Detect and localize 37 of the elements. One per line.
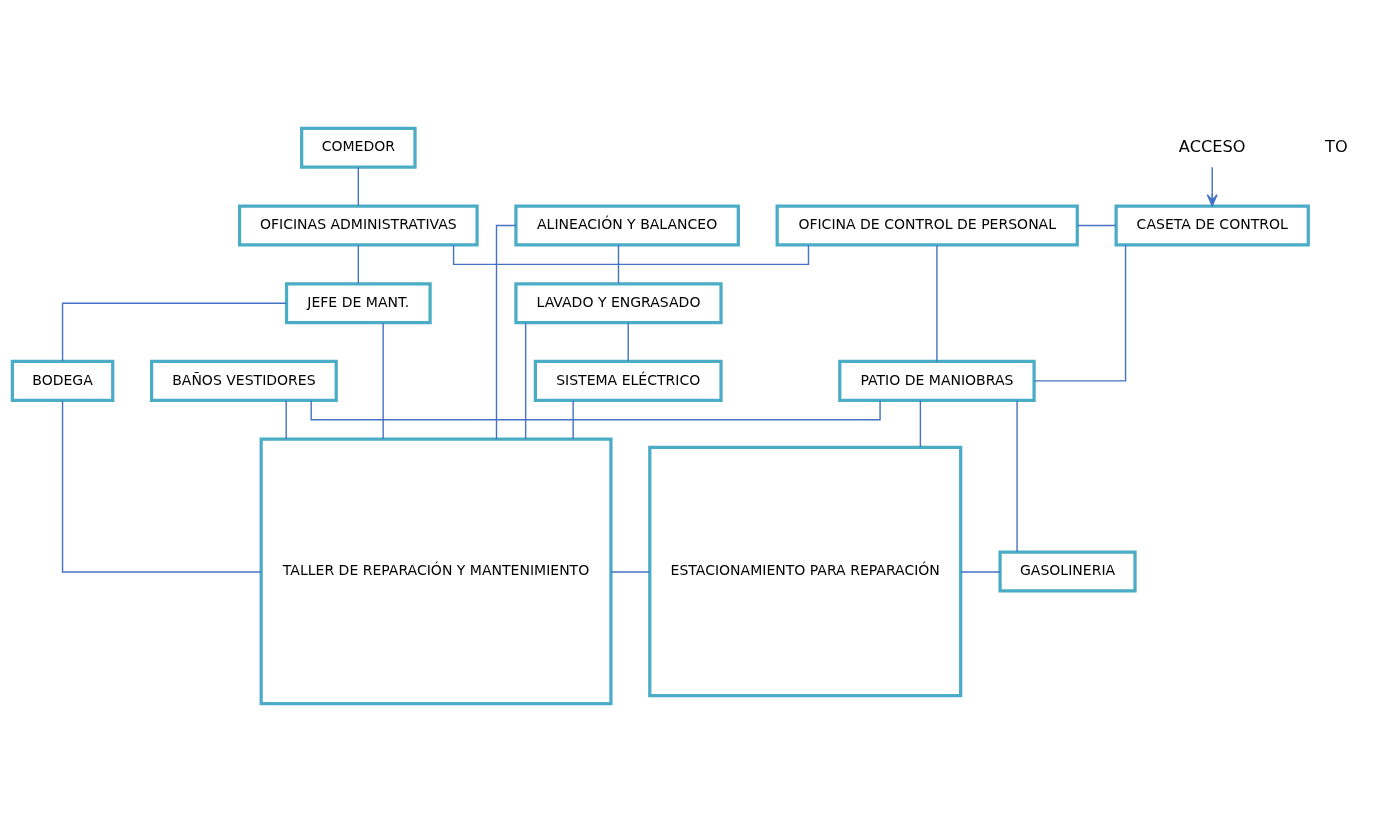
arrow	[1206, 166, 1218, 207]
connector	[1016, 399, 1018, 553]
connector	[495, 224, 517, 440]
node-box: SISTEMA ELÉCTRICO	[533, 359, 723, 402]
node-box: OFICINAS ADMINISTRATIVAS	[237, 204, 479, 247]
connector	[61, 302, 288, 362]
connector	[382, 322, 384, 440]
connector	[919, 399, 922, 448]
node-box: TALLER DE REPARACIÓN Y MANTENIMIENTO	[259, 437, 613, 706]
node-text: ACCESO	[1178, 136, 1246, 156]
connector	[1033, 244, 1127, 382]
connector	[1076, 224, 1117, 227]
connector	[627, 322, 629, 362]
connector	[960, 571, 1001, 573]
connector	[357, 244, 360, 284]
label: TO	[1325, 136, 1348, 156]
node-box: PATIO DE MANIOBRAS	[838, 359, 1036, 402]
node-box: BODEGA	[10, 359, 115, 402]
connector	[524, 322, 527, 440]
connector	[936, 244, 938, 363]
connector	[357, 166, 360, 207]
node-box: ESTACIONAMIENTO PARA REPARACIÓN	[648, 445, 963, 698]
node-box: CASETA DE CONTROL	[1114, 204, 1310, 247]
node-box: JEFE DE MANT.	[284, 282, 432, 325]
node-box: GASOLINERIA	[998, 550, 1137, 593]
node-box: ALINEACIÓN Y BALANCEO	[514, 204, 740, 247]
connector	[310, 400, 881, 421]
node-box: OFICINA DE CONTROL DE PERSONAL	[775, 204, 1079, 247]
connector	[61, 399, 262, 573]
connector	[452, 244, 810, 266]
connector	[572, 399, 574, 440]
node-box: LAVADO Y ENGRASADO	[514, 282, 723, 325]
node-box: COMEDOR	[300, 126, 417, 169]
node-box: BAÑOS VESTIDORES	[150, 359, 338, 402]
connector	[610, 571, 651, 573]
connector	[617, 244, 620, 284]
connector	[285, 399, 287, 440]
